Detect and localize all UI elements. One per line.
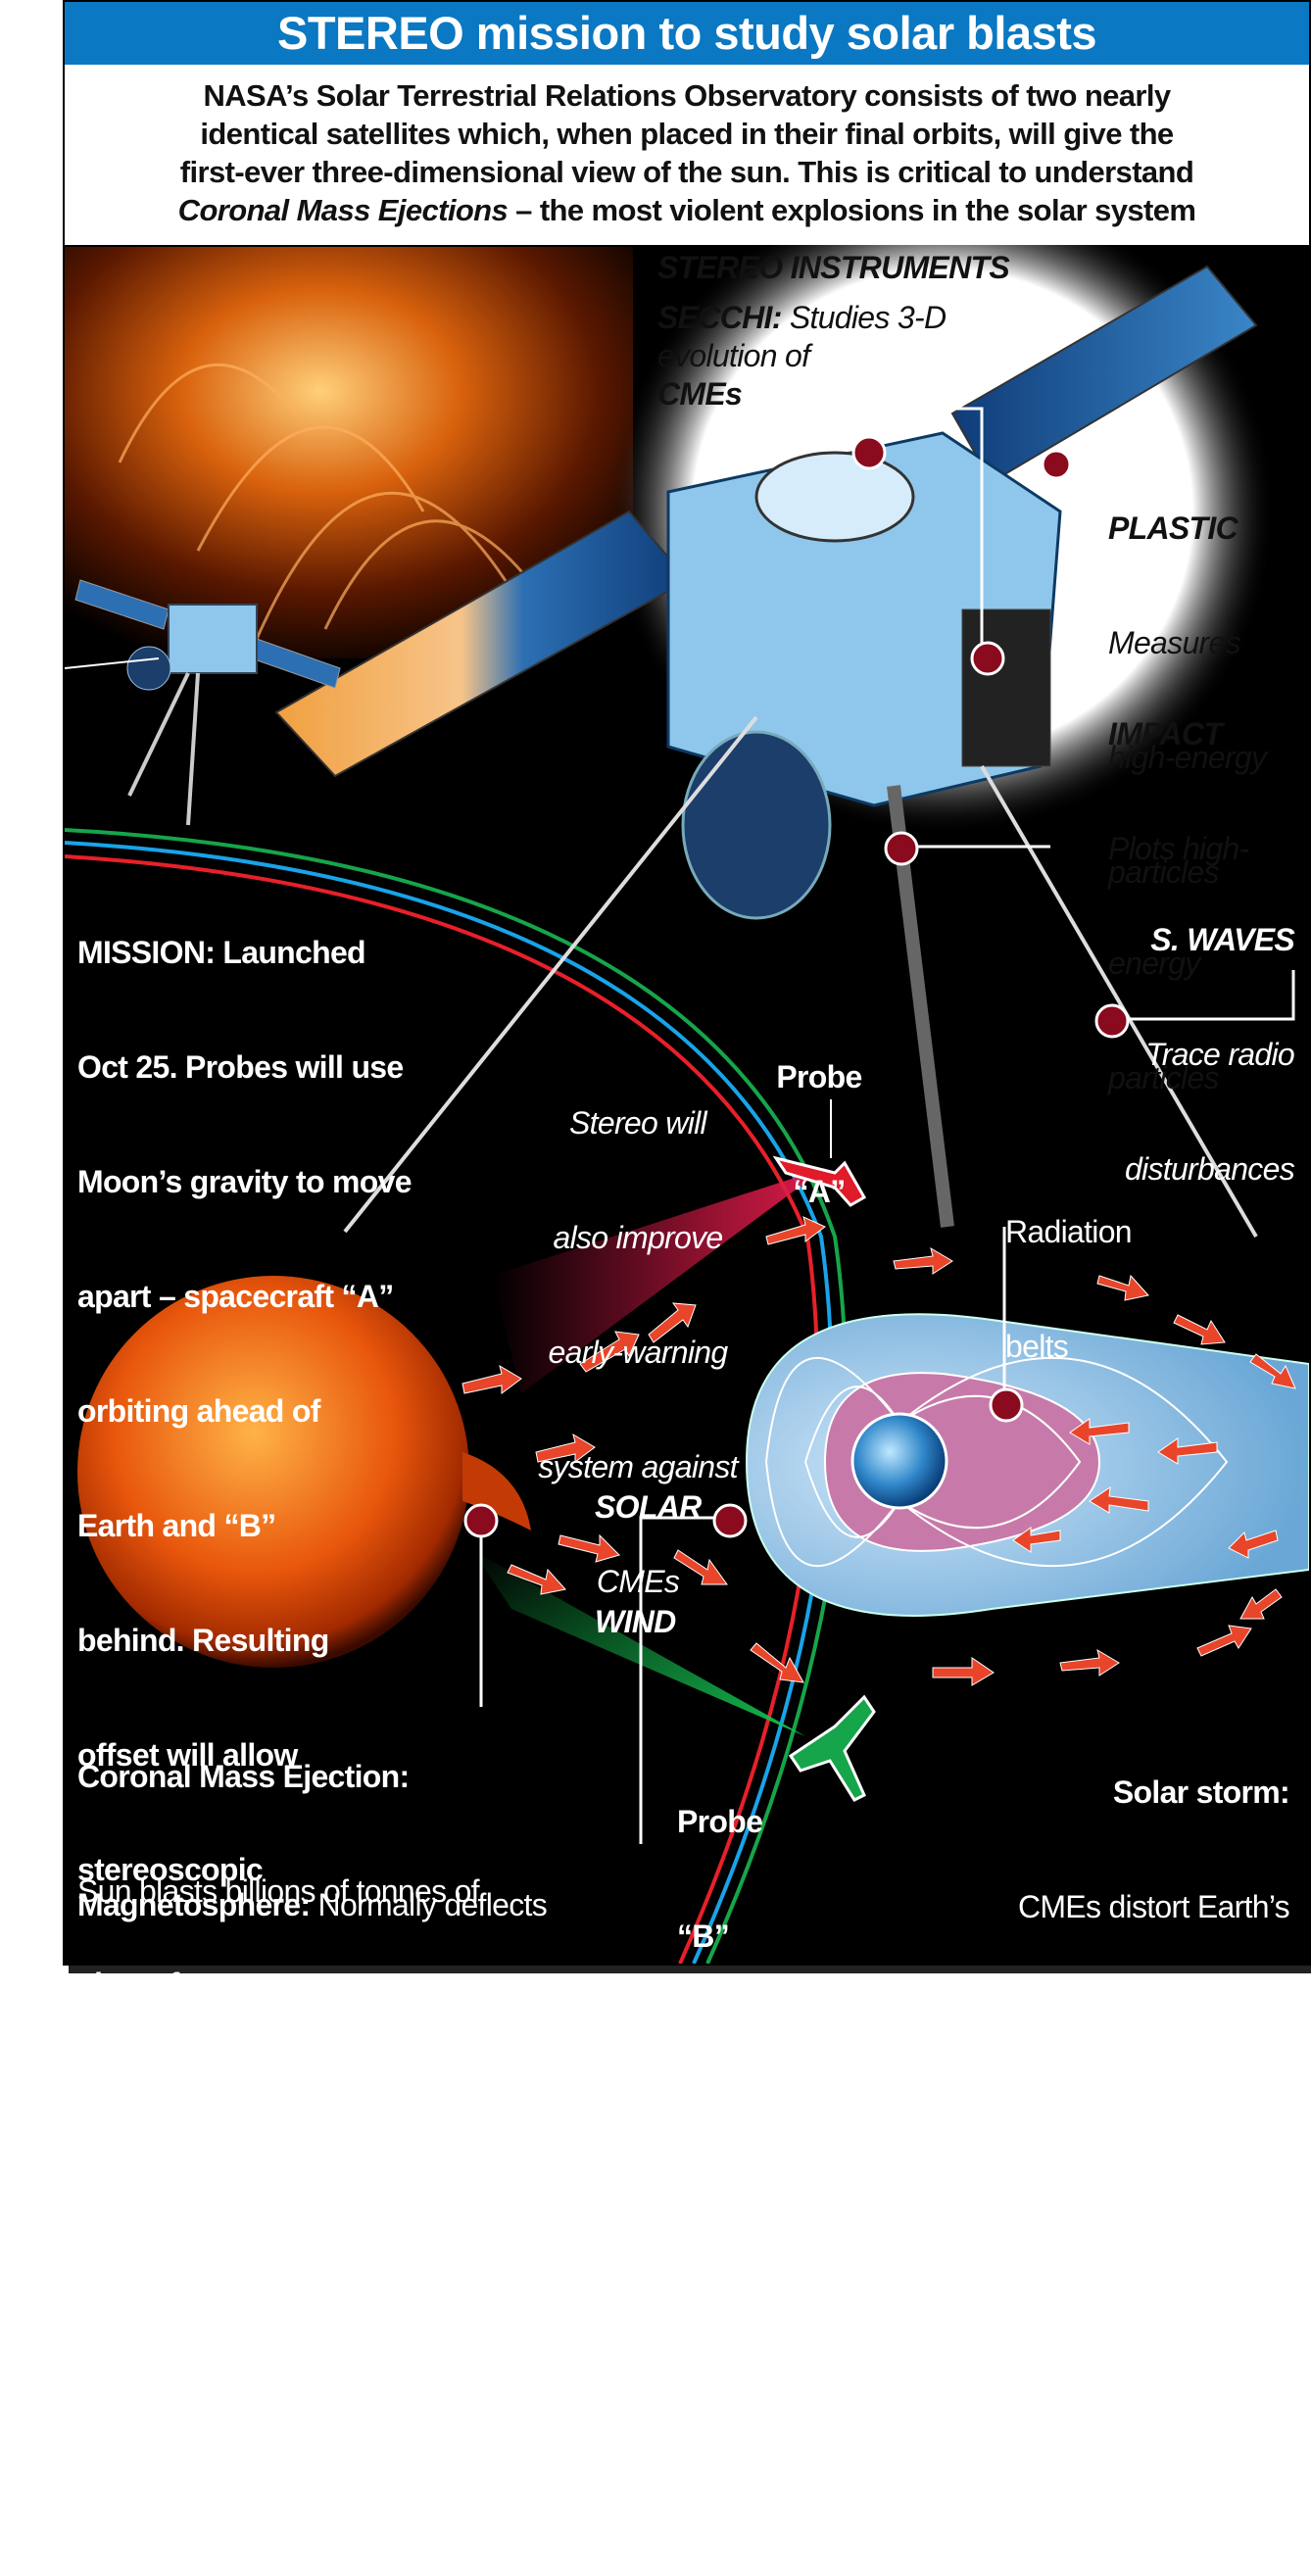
- intro-line: Coronal Mass Ejections – the most violen…: [178, 191, 1196, 229]
- mission-text: MISSION: Launched Oct 25. Probes will us…: [77, 857, 413, 2080]
- swaves-label: S. WAVES Trace radio disturbances: [1124, 845, 1295, 1265]
- solar-wind-label: SOLAR WIND: [595, 1412, 702, 1718]
- early-warning-text: Stereo will also improve early-warning s…: [520, 1028, 755, 1677]
- magnetosphere-text: Normally deflects: [310, 1887, 548, 1922]
- plastic-label: PLASTIC Measures high-energy particles: [1108, 433, 1267, 968]
- probe-b: [788, 1694, 876, 1802]
- solar-storm-line: damage satellites and power grids: [836, 2462, 1289, 2498]
- mission-line: MISSION: Launched: [77, 935, 366, 970]
- mission-line: apart – spacecraft “A”: [77, 1279, 394, 1314]
- probe-b-line: Probe: [677, 1804, 763, 1839]
- orbit-green: [65, 828, 848, 1964]
- mission-line: behind. Resulting: [77, 1623, 329, 1658]
- probe-a: [772, 1099, 867, 1207]
- mission-line: Moon’s gravity to move: [77, 1164, 413, 1199]
- copyright: © GRAPHIC NEWS: [80, 2072, 292, 2100]
- swaves-name: S. WAVES: [1150, 922, 1294, 957]
- solar-storm-line: massive voltages that can: [946, 2348, 1289, 2383]
- intro-line: first-ever three-dimensional view of the…: [179, 155, 1194, 189]
- cme-heading: Coronal Mass Ejection:: [77, 1759, 410, 1794]
- intro-line: identical satellites which, when placed …: [200, 117, 1174, 151]
- secchi-label: SECCHI: Studies 3-D: [657, 299, 947, 337]
- early-warning-line: also improve: [553, 1220, 723, 1255]
- plastic-name: PLASTIC: [1108, 510, 1238, 546]
- radiation-belts-line: belts: [1005, 1329, 1069, 1364]
- cme-eruption: [462, 1452, 531, 1531]
- secchi-desc-line: evolution of: [657, 338, 810, 373]
- probe-a-beam: [492, 1168, 825, 1393]
- probe-b-line: “B”: [677, 1919, 730, 1954]
- probe-b-beam: [472, 1550, 805, 1736]
- radiation-belts-line: Radiation: [1005, 1214, 1133, 1249]
- solar-storm-caption: Solar storm: CMEs distort Earth’s magnet…: [836, 1697, 1289, 2576]
- plastic-desc: Measures: [1108, 625, 1241, 660]
- mission-line: Oct 25. Probes will use: [77, 1049, 404, 1085]
- solar-storm-heading: Solar storm:: [1112, 1774, 1290, 1810]
- solar-storm-line: magnetic field. Backlash: [967, 2004, 1290, 2039]
- solar-storm-line: of charged particles trapped: [919, 2118, 1290, 2154]
- radiation-belts-label: Radiation belts: [1005, 1137, 1133, 1442]
- sources-credit: Sources: NASA Pictures: NASA, AP: [80, 1969, 470, 1997]
- magnetosphere: [745, 1313, 1309, 1617]
- mission-line: Earth and “B”: [77, 1508, 276, 1543]
- infographic-frame: STEREO mission to study solar blasts NAS…: [63, 0, 1311, 2498]
- orbit-blue: [65, 841, 834, 1964]
- credits: Sources: NASA Pictures: NASA, AP © GRAPH…: [80, 1898, 470, 2172]
- secchi-name: SECCHI:: [657, 300, 782, 335]
- early-warning-line: early-warning: [548, 1335, 729, 1370]
- plastic-desc: high-energy: [1108, 740, 1267, 775]
- sun: [77, 1276, 469, 1668]
- probe-a-label: Probe “A”: [751, 982, 888, 1288]
- impact-desc: energy: [1108, 946, 1200, 981]
- impact-name: IMPACT: [1108, 716, 1223, 752]
- illustration: [65, 188, 1309, 1964]
- magnetosphere-heading: Magnetosphere:: [77, 1887, 311, 1922]
- intro-text: NASA’s Solar Terrestrial Relations Obser…: [65, 65, 1309, 245]
- leader-pins: [463, 435, 1130, 1538]
- solar-wind-line: SOLAR: [595, 1489, 702, 1525]
- secchi-desc-line: CMEs: [657, 376, 743, 412]
- instruments-heading: STEREO INSTRUMENTS: [657, 250, 1010, 285]
- swaves-desc: disturbances: [1124, 1151, 1295, 1187]
- plastic-desc: particles: [1108, 854, 1220, 890]
- solar-wind-arrows: [461, 1216, 1296, 1686]
- intro-line: NASA’s Solar Terrestrial Relations Obser…: [203, 78, 1171, 113]
- impact-desc: Plots high-: [1108, 831, 1249, 866]
- probe-a-line: “A”: [793, 1174, 846, 1209]
- mission-line: offset will allow: [77, 1737, 298, 1773]
- early-warning-line: Stereo will: [569, 1105, 707, 1141]
- impact-label: IMPACT Plots high- energy particles: [1108, 639, 1249, 1174]
- solar-wind-line: WIND: [595, 1604, 676, 1639]
- cme-line: Sun blasts billions of tonnes of: [77, 1873, 480, 1909]
- early-warning-line: CMEs: [596, 1564, 680, 1599]
- page-title: STEREO mission to study solar blasts: [65, 2, 1309, 65]
- mission-line: orbiting ahead of: [77, 1393, 320, 1429]
- swaves-desc: Trace radio: [1145, 1037, 1294, 1072]
- stereo-satellite-small: [65, 579, 341, 826]
- probe-b-label: Probe “B”: [677, 1726, 763, 2032]
- earth: [850, 1412, 948, 1510]
- solar-storm-line: CMEs distort Earth’s: [1017, 1889, 1290, 1924]
- secchi-desc: Studies 3-D: [781, 300, 947, 335]
- solar-storm-line: in radiation belts generates: [932, 2233, 1289, 2268]
- probe-a-line: Probe: [776, 1059, 862, 1094]
- impact-desc: particles: [1108, 1060, 1220, 1095]
- early-warning-line: system against: [538, 1449, 738, 1484]
- intro-italic: Coronal Mass Ejections: [177, 193, 509, 227]
- mission-line: stereoscopic: [77, 1852, 264, 1887]
- stereo-satellite-main: [274, 265, 1258, 1239]
- intro-rest: – the most violent explosions in the sol…: [508, 193, 1196, 227]
